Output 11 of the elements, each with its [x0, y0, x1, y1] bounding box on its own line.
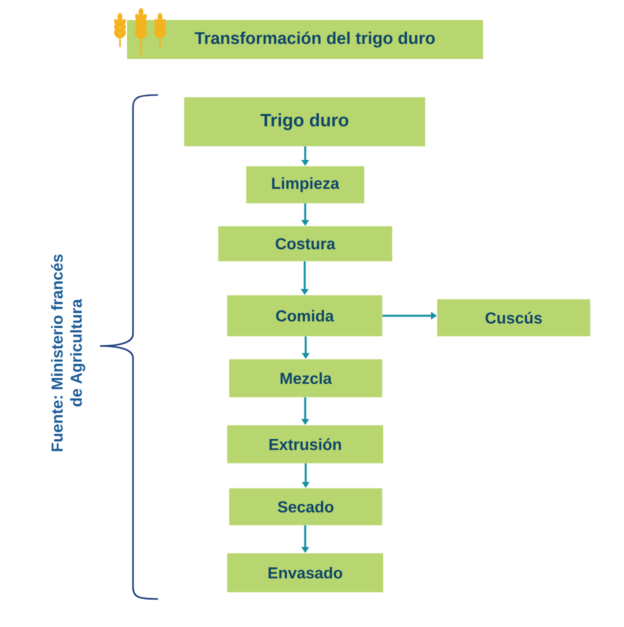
- process-box: Extrusión: [227, 425, 384, 464]
- process-box: Comida: [227, 295, 382, 336]
- source-note: Fuente: Ministerio francés de Agricultura: [50, 254, 86, 452]
- process-box: Mezcla: [229, 359, 382, 398]
- process-box: Envasado: [227, 553, 384, 592]
- process-box: Cuscús: [437, 299, 590, 336]
- process-box: Limpieza: [246, 166, 364, 204]
- process-box: Costura: [218, 226, 392, 262]
- title-banner: Transformación del trigo duro: [127, 20, 483, 59]
- process-box: Secado: [229, 488, 382, 526]
- process-box: Trigo duro: [184, 97, 426, 146]
